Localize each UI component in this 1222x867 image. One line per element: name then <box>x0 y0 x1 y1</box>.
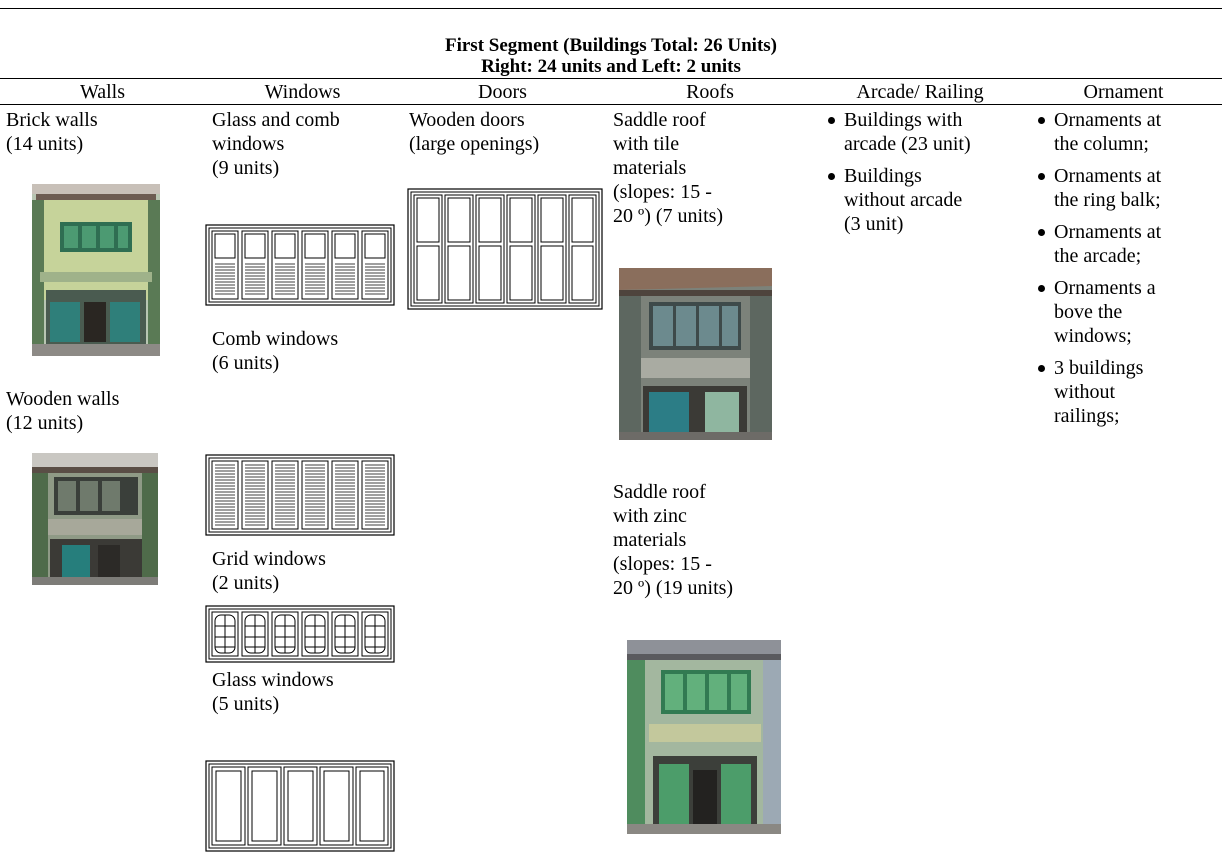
list-item: Buildings with arcade (23 unit) <box>826 108 971 156</box>
table-title-line-1: First Segment (Buildings Total: 26 Units… <box>444 35 777 56</box>
header-doors: Doors <box>478 81 527 103</box>
brick-wall-building-photo <box>32 184 160 356</box>
grid-windows-label: Grid windows (2 units) <box>212 548 326 594</box>
comb-window-diagram <box>205 454 395 536</box>
list-item: Ornaments at the ring balk; <box>1036 164 1161 212</box>
header-walls: Walls <box>79 81 126 103</box>
glass-window-diagram <box>205 760 395 852</box>
header-top-rule <box>0 78 1222 79</box>
comb-windows-label: Comb windows (6 units) <box>212 328 339 374</box>
table-title-line-2: Right: 24 units and Left: 2 units <box>481 56 741 77</box>
zinc-roof-label: Saddle roof with zinc materials (slopes:… <box>613 481 734 599</box>
building-photo-graphic <box>32 184 160 356</box>
header-bottom-rule <box>0 104 1222 105</box>
tile-roof-label: Saddle roof with tile materials (slopes:… <box>613 109 724 227</box>
header-ornament: Ornament <box>1083 81 1164 103</box>
header-windows: Windows <box>264 81 341 103</box>
arcade-railing-list: Buildings with arcade (23 unit) Building… <box>826 108 971 244</box>
wooden-doors-label: Wooden doors (large openings) <box>409 109 540 155</box>
glass-comb-windows-label: Glass and comb windows (9 units) <box>212 109 340 179</box>
header-roofs: Roofs <box>686 81 734 103</box>
wooden-door-diagram <box>407 188 603 310</box>
wooden-wall-building-photo <box>32 453 158 585</box>
glass-comb-window-diagram <box>205 224 395 306</box>
top-rule <box>0 8 1222 9</box>
header-arcade-railing: Arcade/ Railing <box>856 81 984 103</box>
zinc-roof-building-photo <box>627 640 781 834</box>
tile-roof-building-photo <box>619 268 772 440</box>
wooden-walls-label: Wooden walls (12 units) <box>6 388 120 434</box>
grid-window-diagram <box>205 605 395 663</box>
building-photo-graphic <box>32 453 158 585</box>
list-item: Ornaments a bove the windows; <box>1036 276 1161 348</box>
list-item: Ornaments at the column; <box>1036 108 1161 156</box>
building-photo-graphic <box>627 640 781 834</box>
list-item: Ornaments at the arcade; <box>1036 220 1161 268</box>
ornament-list: Ornaments at the column; Ornaments at th… <box>1036 108 1161 436</box>
list-item: 3 buildings without railings; <box>1036 356 1161 428</box>
list-item: Buildings without arcade (3 unit) <box>826 164 971 236</box>
building-photo-graphic <box>619 268 772 440</box>
glass-windows-label: Glass windows (5 units) <box>212 669 334 715</box>
brick-walls-label: Brick walls (14 units) <box>6 109 98 155</box>
